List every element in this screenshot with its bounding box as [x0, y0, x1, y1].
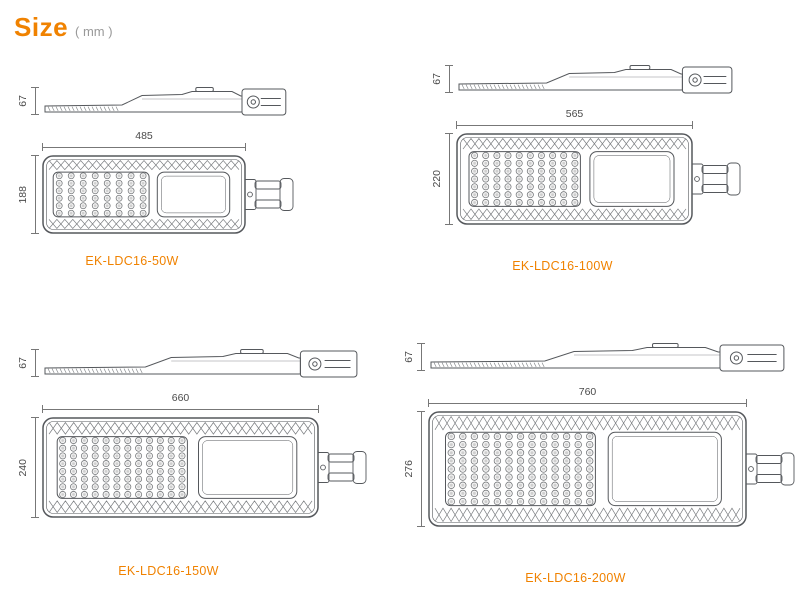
- dimension-line: [31, 155, 39, 235]
- height-dimension: 67: [17, 87, 39, 115]
- product-ek-ldc16-200w: 67 760 276 EK-LDC16-200W: [403, 334, 797, 586]
- product-ek-ldc16-150w: 67 660 240 EK-LDC16-150W: [17, 340, 369, 579]
- dimension-line: [445, 133, 453, 226]
- dimension-line: [42, 143, 246, 152]
- page-title: Size: [14, 12, 69, 42]
- product-model-label: EK-LDC16-50W: [85, 254, 179, 269]
- street-light-side-view: [44, 87, 287, 116]
- length-dimension-value: 485: [135, 130, 153, 142]
- dimension-line: [31, 87, 39, 115]
- length-dimension: 760: [428, 386, 747, 408]
- width-dimension: 240: [17, 417, 39, 519]
- product-model-label: EK-LDC16-100W: [512, 259, 613, 274]
- street-light-top-view: [428, 411, 795, 527]
- width-dimension-value: 220: [431, 170, 444, 188]
- unit-label: ( mm ): [75, 24, 113, 39]
- top-view-row: 188: [17, 155, 296, 235]
- top-view-row: 276: [403, 411, 797, 528]
- product-ek-ldc16-50w: 67 485 188 EK-LDC16-50W: [17, 78, 296, 269]
- height-dimension-value: 67: [17, 357, 30, 369]
- dimension-line: [445, 65, 453, 93]
- height-dimension: 67: [431, 65, 453, 93]
- product-model-label: EK-LDC16-200W: [525, 571, 626, 586]
- product-ek-ldc16-100w: 67 565 220 EK-LDC16-100W: [431, 56, 743, 274]
- dimension-line: [31, 349, 39, 377]
- width-dimension: 188: [17, 155, 39, 235]
- page-header: Size ( mm ): [14, 12, 113, 43]
- length-dimension-value: 660: [171, 392, 190, 404]
- width-dimension: 276: [403, 411, 425, 528]
- dimension-line: [428, 399, 747, 408]
- street-light-top-view: [456, 133, 741, 225]
- side-view-row: 67: [17, 78, 296, 124]
- dimension-line: [42, 405, 319, 414]
- street-light-side-view: [458, 65, 733, 94]
- top-view-row: 220: [431, 133, 743, 226]
- dimension-line: [417, 343, 425, 371]
- product-model-label: EK-LDC16-150W: [118, 564, 219, 579]
- dimension-line: [31, 417, 39, 519]
- width-dimension-value: 276: [403, 460, 416, 478]
- dimension-line: [456, 121, 693, 130]
- height-dimension: 67: [17, 349, 39, 377]
- width-dimension-value: 240: [17, 458, 30, 477]
- side-view-row: 67: [17, 340, 369, 386]
- height-dimension-value: 67: [403, 351, 416, 363]
- width-dimension-value: 188: [17, 185, 30, 204]
- side-view-row: 67: [403, 334, 797, 380]
- top-view-row: 240: [17, 417, 369, 519]
- length-dimension: 660: [42, 392, 319, 414]
- width-dimension: 220: [431, 133, 453, 226]
- height-dimension-value: 67: [431, 73, 444, 85]
- height-dimension: 67: [403, 343, 425, 371]
- side-view-row: 67: [431, 56, 743, 102]
- street-light-top-view: [42, 417, 367, 518]
- length-dimension: 565: [456, 108, 693, 130]
- length-dimension-value: 760: [578, 386, 597, 398]
- dimension-line: [417, 411, 425, 528]
- length-dimension: 485: [42, 130, 246, 152]
- length-dimension-value: 565: [565, 108, 584, 120]
- height-dimension-value: 67: [17, 95, 30, 107]
- street-light-side-view: [44, 349, 358, 378]
- street-light-top-view: [42, 155, 294, 234]
- street-light-side-view: [430, 343, 785, 372]
